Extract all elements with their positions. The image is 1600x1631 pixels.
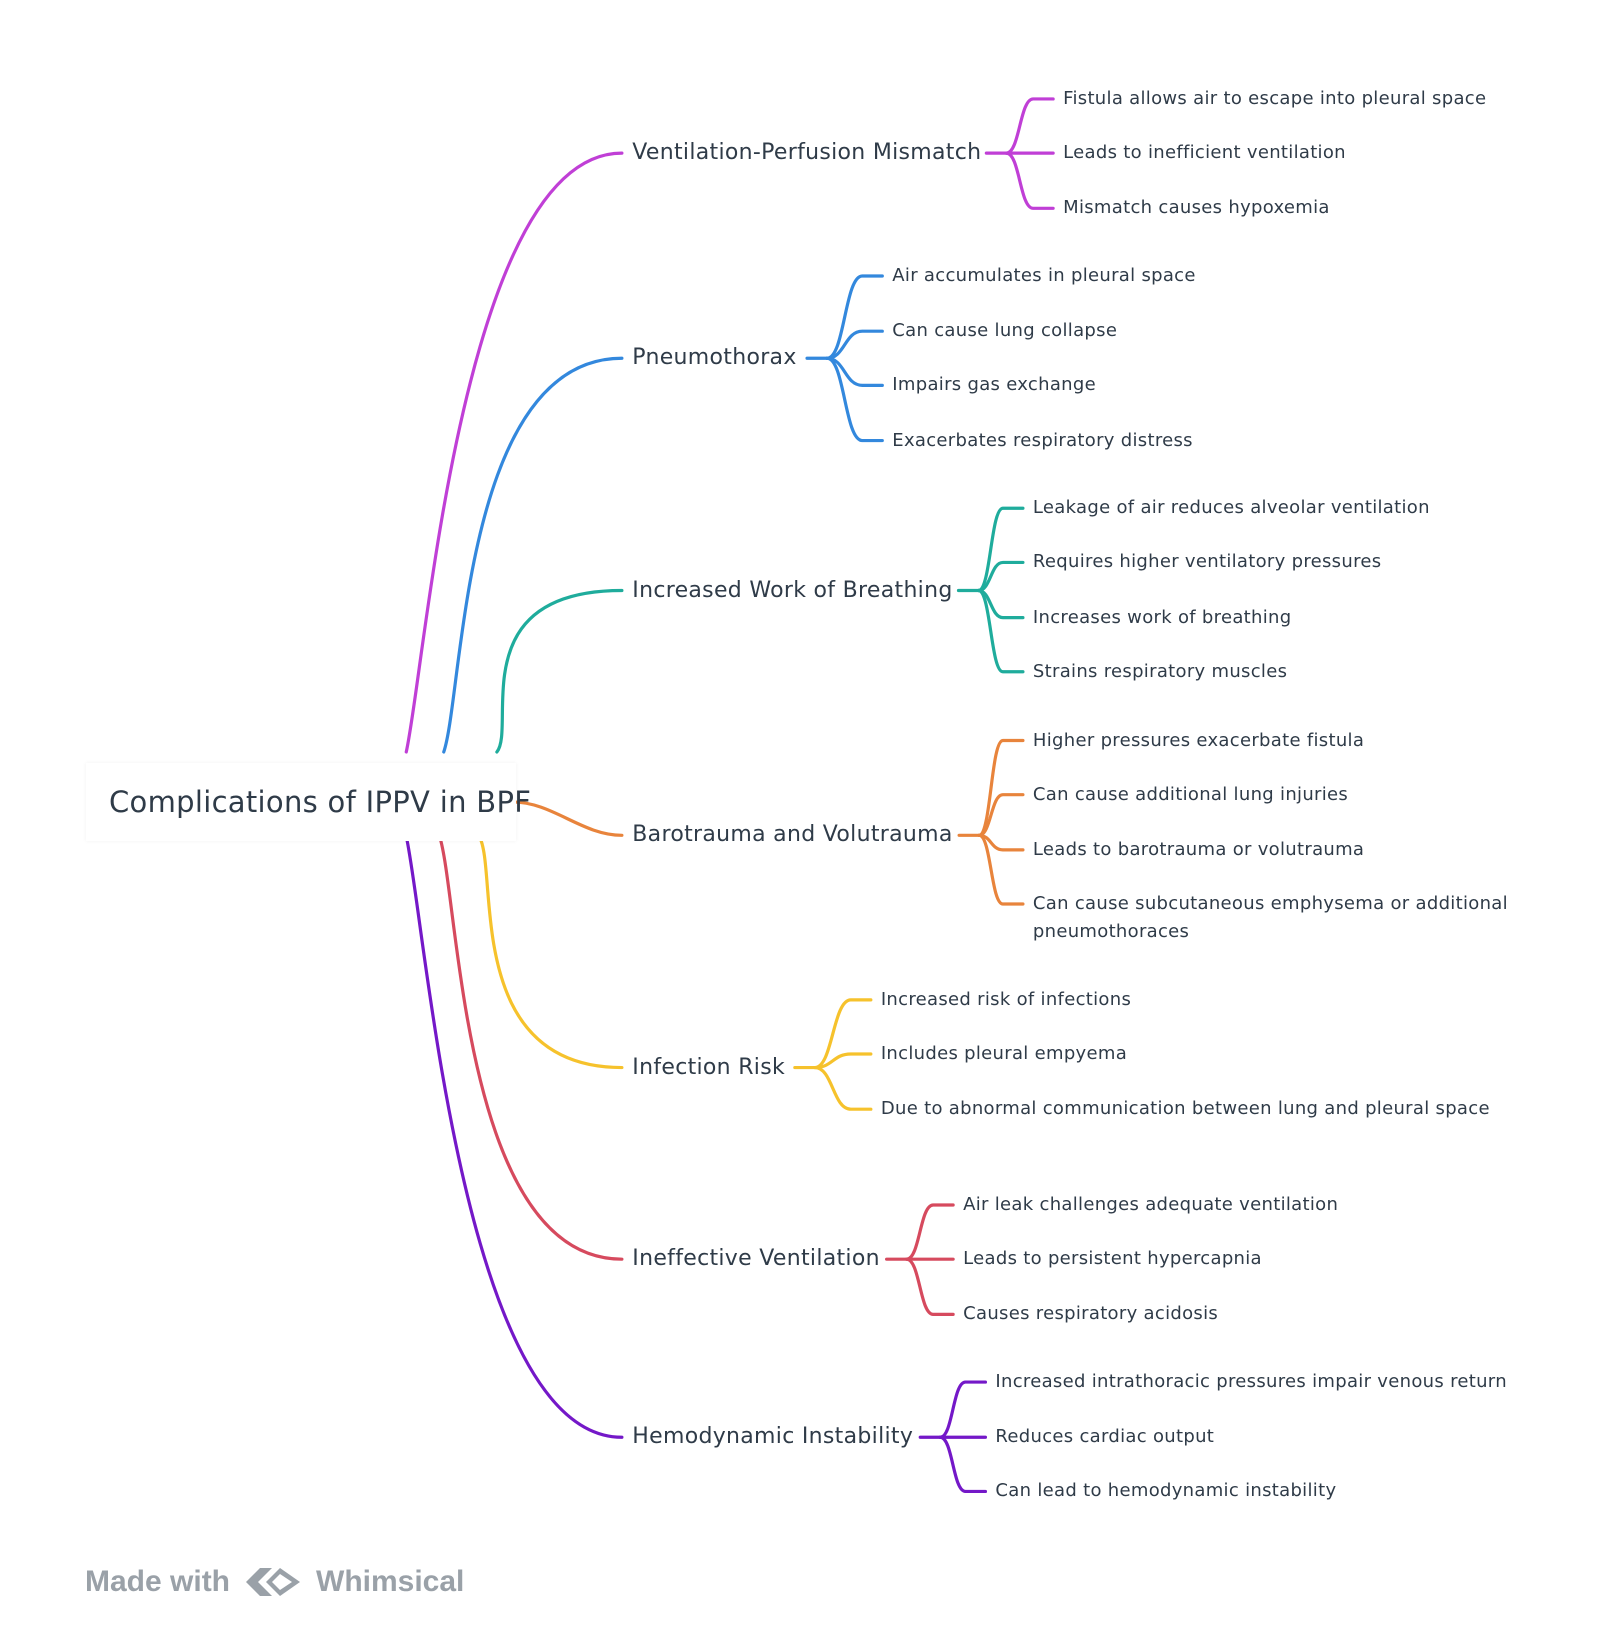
root-connector	[442, 356, 624, 754]
leaf-connector	[976, 560, 1025, 593]
leaf-label[interactable]: Increases work of breathing	[1032, 606, 1292, 628]
leaf-connector	[1004, 151, 1055, 210]
leaf-connector	[825, 274, 884, 360]
root-connector	[477, 834, 624, 1070]
leaf-connector	[1004, 97, 1055, 155]
leaf-connector	[976, 588, 1025, 674]
branch-label[interactable]: Increased Work of Breathing	[632, 577, 953, 603]
leaf-label[interactable]: Includes pleural empyema	[880, 1043, 1128, 1064]
leaf-label[interactable]: Causes respiratory acidosis	[963, 1303, 1219, 1325]
root-connector	[510, 800, 624, 837]
whimsical-logo-icon	[246, 1568, 301, 1596]
connectors	[404, 97, 1055, 1494]
root-connector	[404, 834, 624, 1439]
leaf-label[interactable]: Impairs gas exchange	[892, 374, 1096, 396]
leaf-label[interactable]: Strains respiratory muscles	[1032, 660, 1288, 682]
leaf-label[interactable]: Can cause subcutaneous emphysema or addi…	[1032, 893, 1508, 943]
leaf-connector	[813, 998, 873, 1070]
leaf-label[interactable]: Due to abnormal communication between lu…	[880, 1098, 1490, 1120]
leaf-label[interactable]: Leads to persistent hypercapnia	[963, 1248, 1262, 1270]
root-node[interactable]	[86, 763, 516, 841]
leaf-label[interactable]: Air leak challenges adequate ventilation	[963, 1194, 1339, 1216]
made-with-whimsical-watermark[interactable]: Made with Whimsical	[85, 1560, 464, 1604]
leaf-label[interactable]: Increased risk of infections	[880, 988, 1132, 1010]
branch-label[interactable]: Ineffective Ventilation	[632, 1246, 880, 1272]
leaf-connector	[977, 738, 1025, 837]
leaf-label[interactable]: Can lead to hemodynamic instability	[995, 1480, 1337, 1502]
leaf-label[interactable]: Exacerbates respiratory distress	[892, 429, 1193, 451]
leaf-label[interactable]: Increased intrathoracic pressures impair…	[995, 1371, 1507, 1393]
leaf-connector	[825, 329, 884, 360]
leaf-label[interactable]: Air accumulates in pleural space	[892, 264, 1196, 286]
leaf-label[interactable]: Can cause lung collapse	[892, 320, 1118, 342]
leaf-connector	[977, 793, 1025, 837]
leaf-label[interactable]: Fistula allows air to escape into pleura…	[1063, 87, 1487, 109]
leaf-label[interactable]: Requires higher ventilatory pressures	[1032, 551, 1382, 573]
leaf-connector	[813, 1065, 873, 1111]
leaf-label[interactable]: Can cause additional lung injuries	[1032, 783, 1349, 805]
leaf-label[interactable]: Leakage of air reduces alveolar ventilat…	[1032, 497, 1430, 519]
leaf-label[interactable]: Leads to inefficient ventilation	[1063, 142, 1346, 164]
leaf-connector	[825, 356, 884, 387]
root-label: Complications of IPPV in BPF	[109, 785, 532, 819]
leaf-label[interactable]: Higher pressures exacerbate fistula	[1032, 729, 1365, 751]
leaf-connector	[938, 1380, 988, 1439]
made-with-text: Made with	[85, 1565, 231, 1598]
whimsical-brand-text: Whimsical	[316, 1565, 465, 1598]
leaf-connector	[938, 1435, 988, 1494]
leaf-connector	[977, 833, 1025, 906]
leaf-label[interactable]: Reduces cardiac output	[995, 1426, 1215, 1448]
branch-label[interactable]: Ventilation-Perfusion Mismatch	[632, 140, 982, 166]
root-connector	[495, 588, 624, 754]
root-connector	[437, 834, 624, 1261]
leaf-connector	[976, 506, 1025, 593]
branch-label[interactable]: Barotrauma and Volutrauma	[632, 822, 953, 848]
root-connector	[404, 151, 624, 754]
branch-label[interactable]: Infection Risk	[632, 1054, 786, 1080]
branch-label[interactable]: Pneumothorax	[632, 345, 797, 371]
leaf-label[interactable]: Leads to barotrauma or volutrauma	[1032, 838, 1365, 860]
leaf-connector	[905, 1203, 955, 1261]
leaf-connector	[905, 1257, 955, 1316]
leaf-label[interactable]: Mismatch causes hypoxemia	[1063, 197, 1330, 219]
branch-label[interactable]: Hemodynamic Instability	[632, 1424, 914, 1450]
leaf-connector	[825, 356, 884, 443]
